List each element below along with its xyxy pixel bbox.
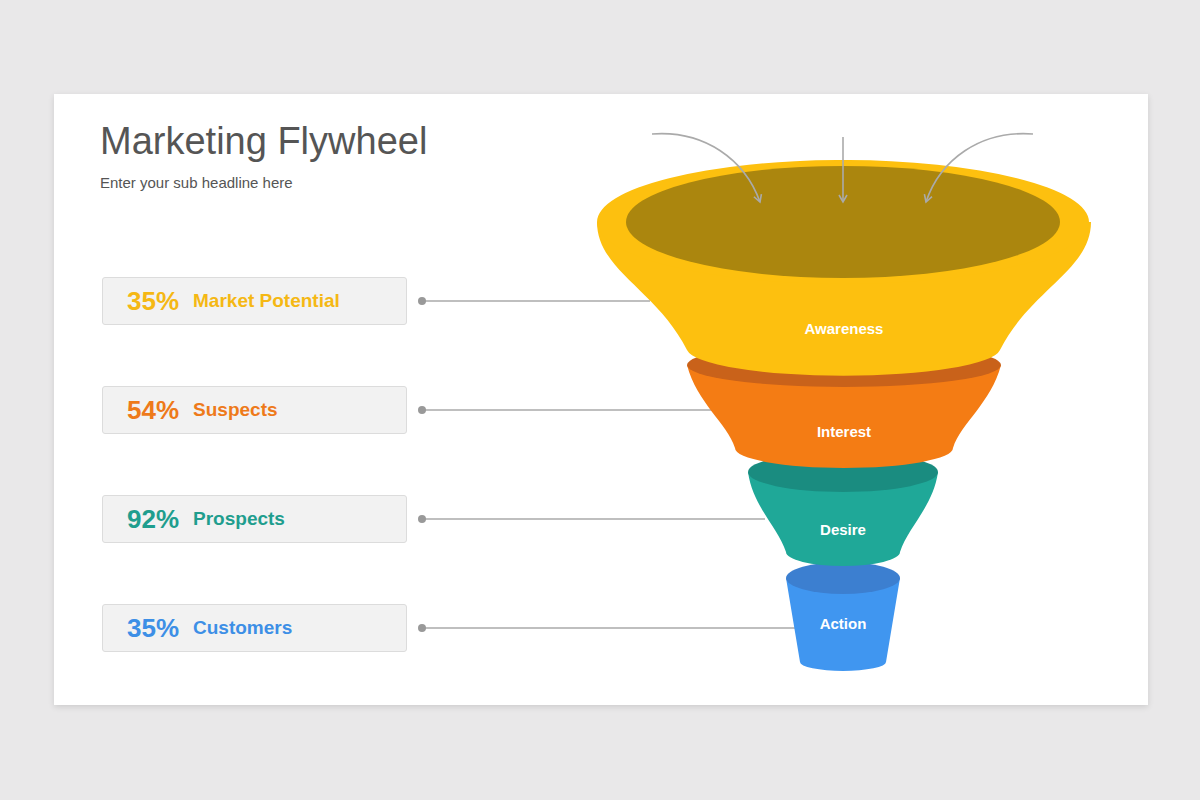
funnel-band: Action — [786, 562, 900, 674]
slide-title: Marketing Flywheel — [100, 120, 427, 163]
funnel-band: Awareness — [597, 160, 1091, 378]
band-surface — [626, 166, 1060, 278]
stat-name: Suspects — [193, 399, 277, 421]
band-label: Action — [786, 615, 900, 632]
band-surface — [597, 160, 1089, 284]
band-label: Awareness — [597, 320, 1091, 337]
stat-box: 92% Prospects — [102, 495, 407, 543]
band-shape — [597, 160, 1091, 378]
band-surface — [748, 452, 938, 492]
leader-line — [422, 627, 800, 628]
band-label: Desire — [748, 521, 938, 538]
stat-percent: 35% — [127, 286, 179, 317]
leader-line — [422, 409, 720, 410]
leader-connector — [418, 515, 765, 523]
leader-line — [422, 518, 765, 519]
leader-connector — [418, 406, 720, 414]
stat-percent: 54% — [127, 395, 179, 426]
stat-box: 54% Suspects — [102, 386, 407, 434]
stat-box: 35% Customers — [102, 604, 407, 652]
leader-connector — [418, 624, 800, 632]
band-surface — [687, 343, 1001, 387]
leader-dot — [418, 515, 426, 523]
stat-name: Prospects — [193, 508, 285, 530]
leader-dot — [418, 297, 426, 305]
band-label: Interest — [687, 423, 1001, 440]
leader-line — [422, 300, 650, 301]
leader-dot — [418, 624, 426, 632]
band-surface — [786, 562, 900, 594]
stat-name: Market Potential — [193, 290, 340, 312]
stat-box: 35% Market Potential — [102, 277, 407, 325]
stat-percent: 35% — [127, 613, 179, 644]
sub-headline: Enter your sub headline here — [100, 174, 293, 191]
stat-name: Customers — [193, 617, 292, 639]
leader-dot — [418, 406, 426, 414]
band-shape — [748, 452, 938, 570]
funnel-band: Desire — [748, 452, 938, 570]
leader-connector — [418, 297, 650, 305]
stat-percent: 92% — [127, 504, 179, 535]
